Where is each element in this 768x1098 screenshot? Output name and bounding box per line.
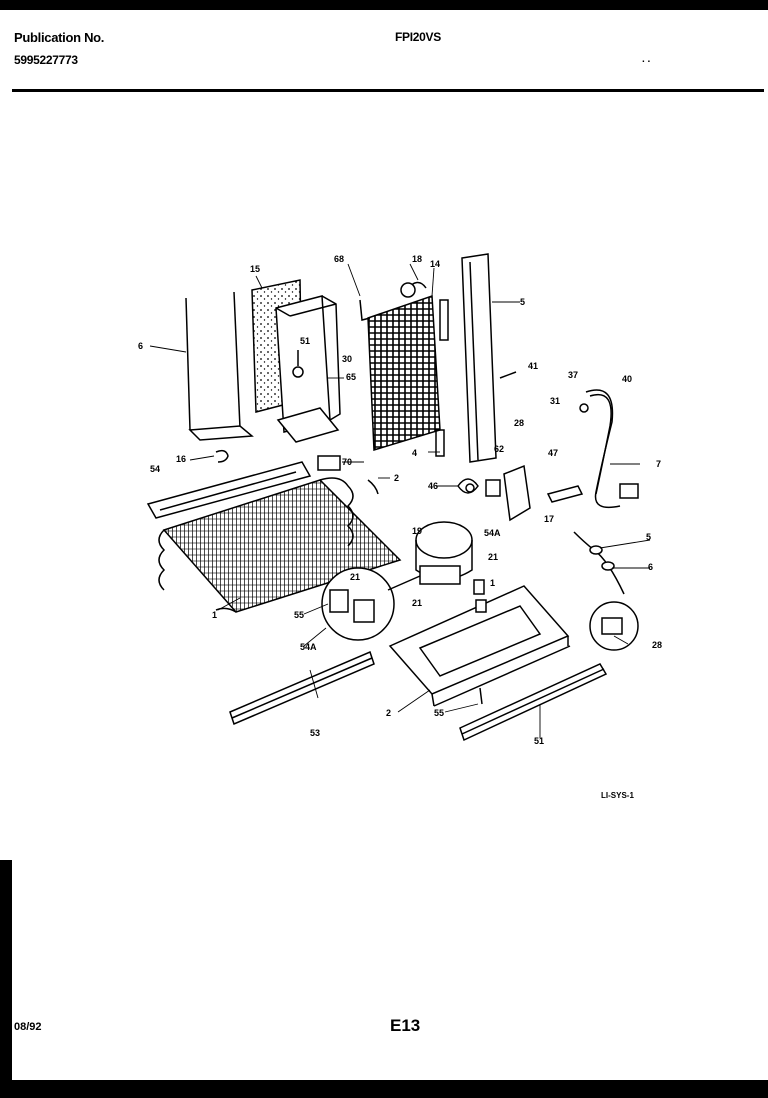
callout-2: 2	[394, 473, 399, 483]
callout-40: 30	[342, 354, 352, 364]
part-wire-6	[573, 531, 625, 595]
callout-56b: 55	[434, 708, 444, 718]
part-compressor	[415, 521, 473, 585]
callout-54a: 53	[310, 728, 320, 738]
revision-date: 08/92	[14, 1021, 42, 1033]
part-clip-18	[215, 449, 229, 463]
callout-30: 21	[350, 572, 360, 582]
part-cap-36	[475, 599, 487, 613]
callout-1: 1	[212, 610, 217, 620]
header-dots: . .	[642, 54, 651, 65]
callout-31: 21	[412, 598, 422, 608]
callout-54b: 54	[150, 464, 160, 474]
part-condenser-grid	[158, 477, 402, 613]
part-inset-37	[589, 601, 639, 651]
callout-22: 2	[386, 708, 391, 718]
callout-59: 62	[494, 444, 504, 454]
left-edge-bar	[0, 860, 12, 1098]
part-screw-48	[499, 371, 517, 379]
callout-37: 28	[652, 640, 662, 650]
callout-4: 4	[412, 448, 417, 458]
part-relay-inset	[321, 567, 421, 641]
callout-56: 55	[294, 610, 304, 620]
callout-17: 15	[250, 264, 260, 274]
callout-70: 70	[342, 457, 352, 467]
callout-55b: 54A	[300, 642, 317, 652]
callout-53: 47	[548, 448, 558, 458]
part-grommet-21	[400, 282, 416, 298]
part-condenser-coil	[359, 281, 441, 451]
publication-number: 5995227773	[14, 53, 78, 67]
part-bracket-54b	[146, 461, 312, 519]
callout-45: 37	[568, 370, 578, 380]
callout-55: 54A	[484, 528, 501, 538]
part-grommet-43	[579, 403, 589, 413]
callout-65: 68	[334, 254, 344, 264]
part-fan-assembly	[457, 464, 531, 522]
callout-51: 46	[428, 481, 438, 491]
callout-6: 6	[648, 562, 653, 572]
callout-54: 51	[300, 336, 310, 346]
drawing-code: LI-SYS-1	[601, 791, 634, 800]
part-cap-33	[473, 579, 485, 595]
model-number: FPI20VS	[395, 30, 441, 44]
callout-7: 7	[656, 459, 661, 469]
callout-19: 17	[544, 514, 554, 524]
part-rail-54a	[229, 650, 375, 726]
callout-5-top: 5	[520, 297, 525, 307]
callout-5: 5	[646, 532, 651, 542]
callout-37-top: 28	[514, 418, 524, 428]
part-rods	[185, 291, 254, 441]
publication-label: Publication No.	[14, 30, 105, 45]
page-number: E13	[390, 1016, 421, 1035]
top-edge-bar	[0, 0, 768, 10]
callout-62: 65	[346, 372, 356, 382]
callout-14: 6	[138, 341, 143, 351]
part-vertical-channel	[461, 253, 497, 463]
part-tube-2	[367, 479, 379, 495]
part-power-cord	[585, 389, 639, 509]
callout-54-bottom: 51	[534, 736, 544, 746]
callout-28: 19	[412, 526, 422, 536]
callout-21: 18	[412, 254, 422, 264]
part-screw-56	[479, 687, 483, 705]
part-rail-54	[459, 663, 608, 742]
header-rule	[12, 89, 764, 92]
callout-18: 16	[176, 454, 186, 464]
callout-41: 31	[550, 396, 560, 406]
part-drier	[435, 299, 449, 457]
callout-46: 40	[622, 374, 632, 384]
callout-31-right: 21	[488, 552, 498, 562]
callout-16: 14	[430, 259, 440, 269]
callout-36: 1	[490, 578, 495, 588]
part-evaporator-cover	[275, 295, 341, 443]
part-tube-19	[546, 485, 584, 503]
part-connector-70	[317, 455, 341, 471]
bottom-edge-bar	[0, 1080, 768, 1098]
callout-48: 41	[528, 361, 538, 371]
